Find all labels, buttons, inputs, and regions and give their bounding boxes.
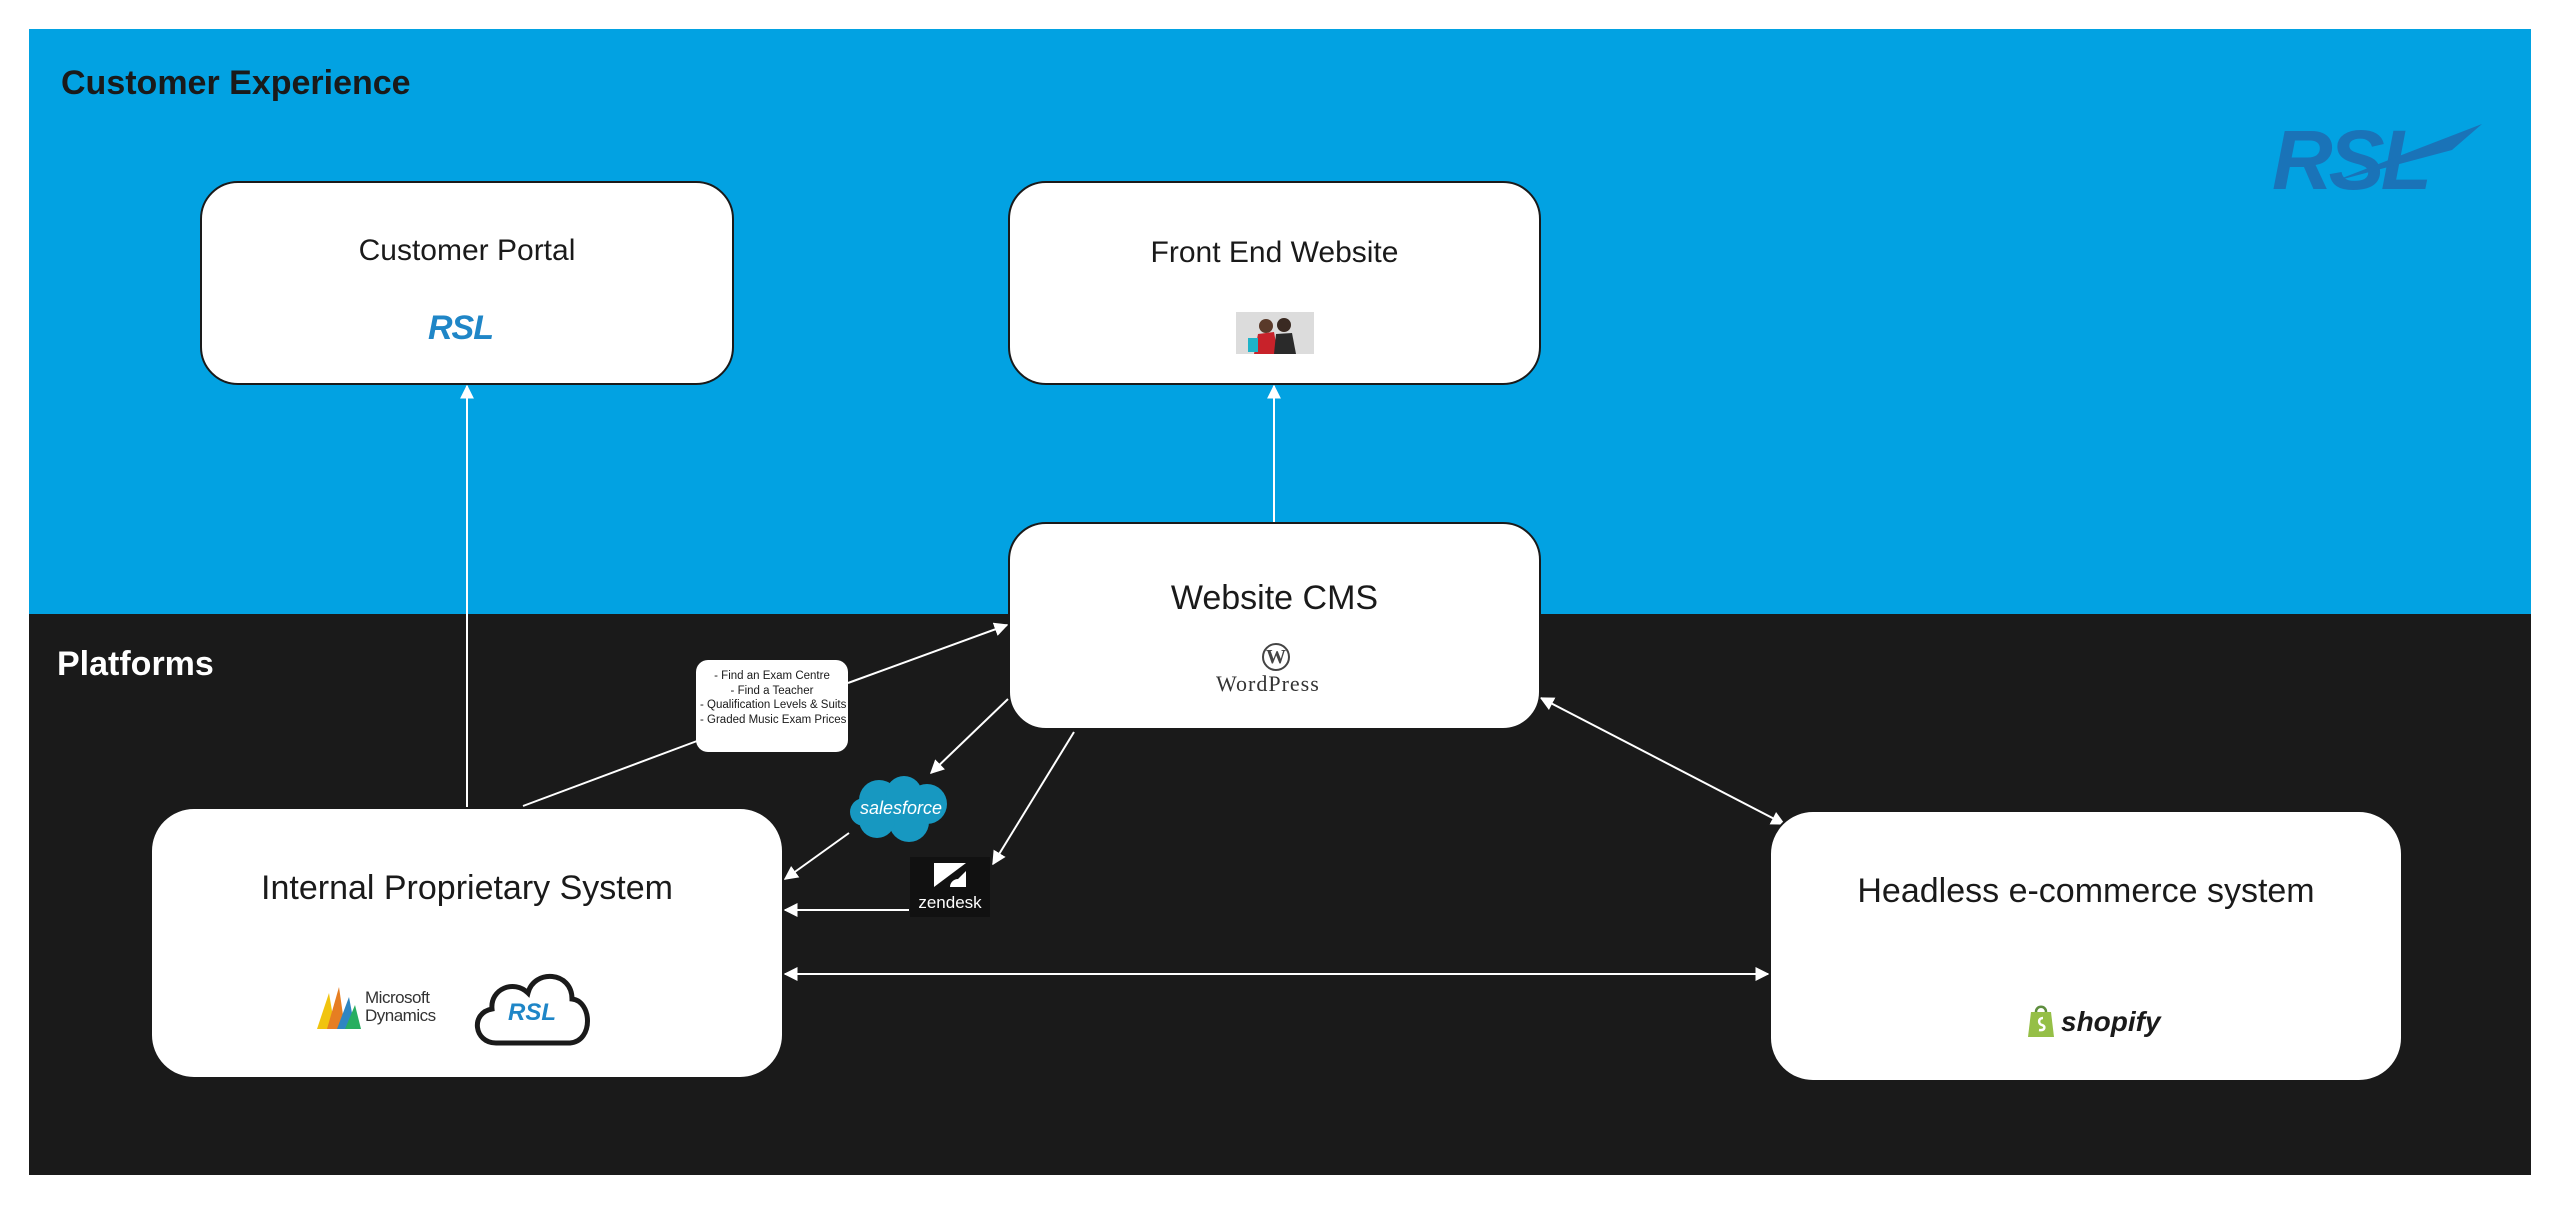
- website-photo-thumbnail: [1236, 312, 1314, 354]
- shopify-logo: shopify: [2027, 1004, 2161, 1040]
- shopify-text: shopify: [2061, 1006, 2161, 1037]
- website-cms-node[interactable]: Website CMS W WordPress: [1008, 522, 1541, 730]
- cloud-icon: [474, 974, 590, 1046]
- salesforce-cloud-icon: [850, 776, 947, 842]
- internal-system-title: Internal Proprietary System: [261, 869, 673, 907]
- zendesk-logo: zendesk: [910, 857, 990, 917]
- front-end-website-title: Front End Website: [1150, 236, 1399, 269]
- microsoft-text: Microsoft: [365, 988, 430, 1007]
- microsoft-dynamics-logo: Microsoft Dynamics: [315, 985, 445, 1031]
- data-note-line: - Find an Exam Centre: [714, 670, 830, 682]
- wordpress-icon: W: [1262, 643, 1290, 671]
- zendesk-text: zendesk: [918, 893, 982, 912]
- data-note-line: - Find a Teacher: [730, 684, 814, 697]
- salesforce-logo: salesforce: [849, 774, 953, 846]
- shopify-bag-icon: [2028, 1005, 2054, 1037]
- customer-experience-title: Customer Experience: [61, 64, 411, 102]
- rsl-logo: RSL: [428, 309, 494, 347]
- ecommerce-title: Headless e-commerce system: [1857, 872, 2315, 910]
- dynamics-icon: [317, 987, 361, 1029]
- data-note-line: - Graded Music Exam Prices: [700, 713, 847, 726]
- customer-portal-node[interactable]: Customer Portal RSL: [200, 181, 734, 385]
- data-note-line: - Qualification Levels & Suits: [700, 699, 847, 711]
- customer-portal-title: Customer Portal: [358, 234, 576, 267]
- platforms-title: Platforms: [57, 645, 214, 683]
- rsl-brand-logo: RSL: [2272, 112, 2482, 209]
- wordpress-logo-text: WordPress: [1216, 671, 1320, 696]
- rsl-cloud-logo: RSL: [466, 963, 598, 1051]
- data-note: - Find an Exam Centre - Find a Teacher -…: [696, 660, 848, 752]
- salesforce-text: salesforce: [859, 798, 943, 818]
- front-end-website-node[interactable]: Front End Website: [1008, 181, 1541, 385]
- zendesk-icon: [934, 863, 966, 887]
- internal-system-node[interactable]: Internal Proprietary System Microsoft Dy…: [150, 807, 784, 1079]
- website-cms-title: Website CMS: [1170, 579, 1379, 617]
- dynamics-text: Dynamics: [365, 1006, 436, 1025]
- ecommerce-node[interactable]: Headless e-commerce system shopify: [1769, 810, 2403, 1082]
- rsl-cloud-text: RSL: [508, 999, 556, 1026]
